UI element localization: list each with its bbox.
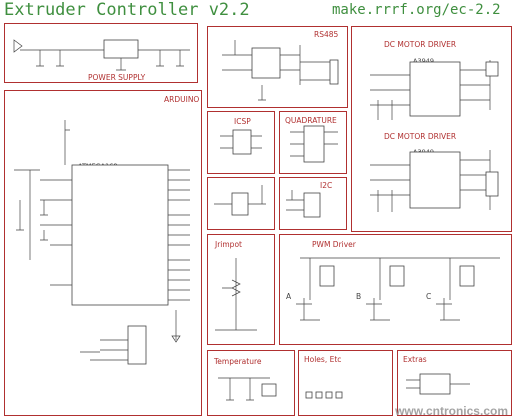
- extras-label: Extras: [403, 355, 427, 364]
- temperature-circuit: [218, 377, 277, 401]
- connector-circuits: [214, 125, 338, 218]
- holes-label: Holes, Etc: [304, 355, 342, 364]
- dc-motor-driver-label-2: DC MOTOR DRIVER: [384, 132, 457, 141]
- rs485-circuit: [222, 40, 339, 101]
- motor-chip-label-1: A3949: [413, 57, 434, 65]
- pwm-channel-c: C: [426, 292, 432, 301]
- quadrature-sheet: [279, 111, 347, 174]
- arduino-label: ARDUINO: [164, 95, 200, 104]
- power-supply-circuit: [13, 39, 190, 71]
- rs485-label: RS485: [314, 30, 339, 39]
- pwm-driver-circuit: [296, 257, 500, 321]
- buffer-sheet: [207, 177, 275, 230]
- pwm-driver-sheet: [279, 234, 512, 345]
- schematic-title: Extruder Controller v2.2: [4, 0, 250, 20]
- dc-motor-driver-sheet: [351, 26, 512, 232]
- icsp-sheet: [207, 111, 275, 174]
- trimpot-circuit: [215, 258, 257, 331]
- quadrature-label: QUADRATURE: [285, 116, 337, 125]
- i2c-sheet: [279, 177, 347, 230]
- pwm-channel-a: A: [286, 292, 292, 301]
- mcu-circuit: [14, 120, 190, 365]
- power-supply-sheet: [4, 23, 198, 83]
- holes-sheet: [298, 350, 393, 416]
- jrimpot-sheet: [207, 234, 275, 345]
- icsp-label: ICSP: [234, 117, 251, 126]
- jrimpot-label: Jrimpot: [215, 240, 242, 249]
- pwm-driver-label: PWM Driver: [312, 240, 356, 249]
- arduino-sheet: [4, 90, 202, 416]
- mounting-holes: [305, 391, 343, 399]
- dc-motor-driver-label-1: DC MOTOR DRIVER: [384, 40, 457, 49]
- extras-circuit: [406, 373, 470, 395]
- rs485-sheet: [207, 26, 348, 108]
- temperature-label: Temperature: [214, 357, 262, 366]
- project-url: make.rrrf.org/ec-2.2: [332, 2, 501, 18]
- i2c-label: I2C: [320, 181, 333, 190]
- extras-sheet: [397, 350, 512, 416]
- motor-driver-circuits: [370, 60, 499, 212]
- temperature-sheet: [207, 350, 295, 416]
- pwm-channel-b: B: [356, 292, 362, 301]
- watermark: www.cntronics.com: [395, 404, 508, 418]
- power-supply-label: POWER SUPPLY: [88, 73, 146, 82]
